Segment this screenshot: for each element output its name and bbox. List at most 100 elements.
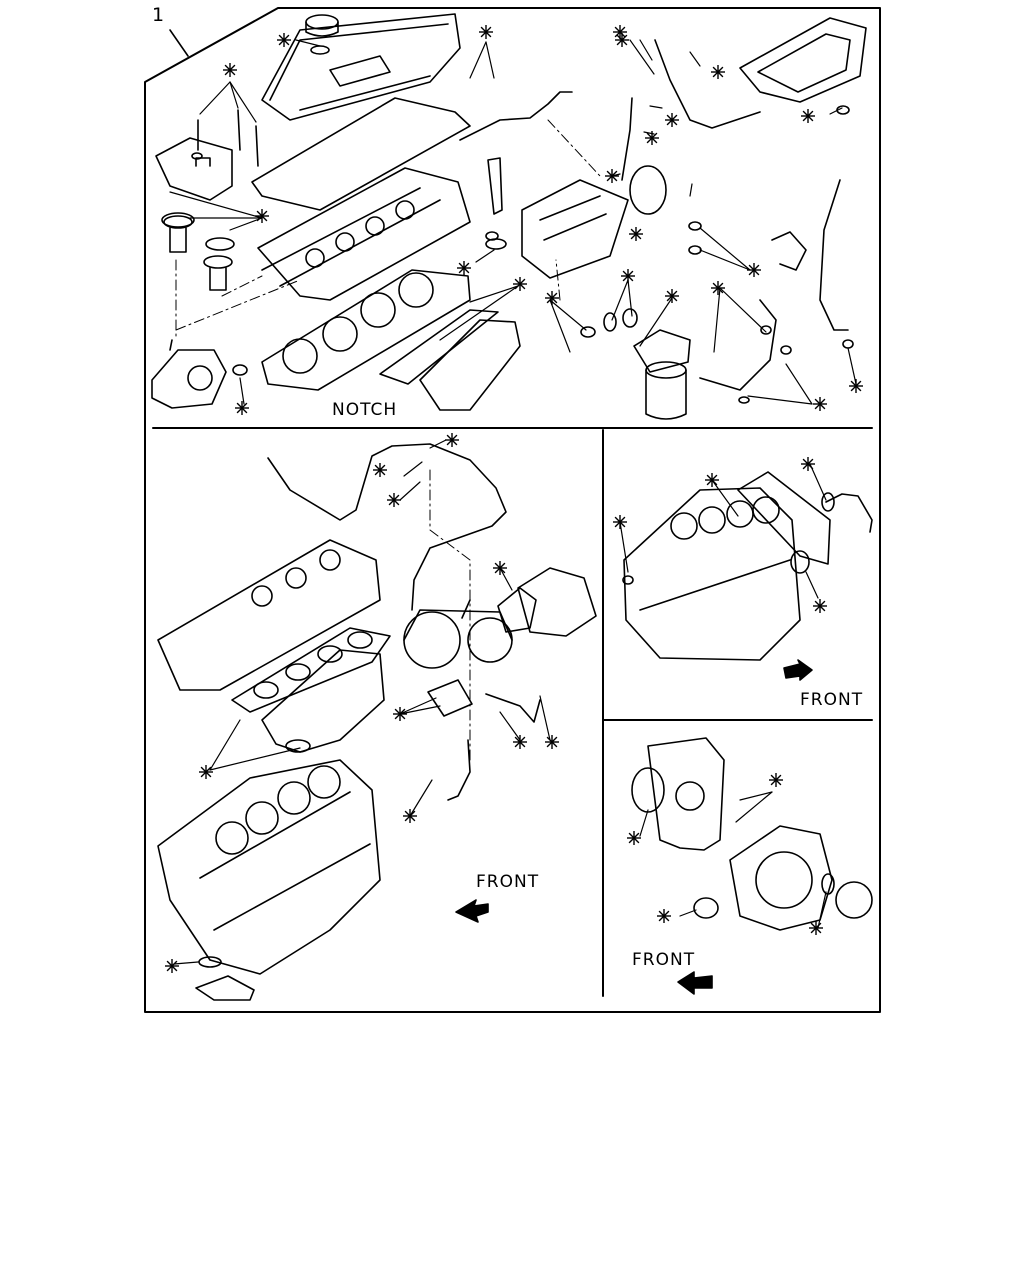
asterisk-icon	[665, 113, 679, 127]
fuel-pipe	[621, 97, 633, 181]
asterisk-icon	[613, 25, 627, 39]
asterisk-icon	[605, 169, 619, 183]
oil-filter	[645, 361, 687, 420]
housing-o-ring	[821, 873, 835, 895]
oil-filter-head	[633, 329, 691, 373]
leader-lines-bottom-left	[173, 439, 551, 965]
turbo-oil-return-hose	[485, 693, 541, 723]
oil-cooler-water-pipe	[825, 493, 873, 533]
asterisk-icon	[277, 33, 291, 47]
callout-leader	[169, 29, 189, 57]
asterisk-icon	[513, 735, 527, 749]
thermostat-1	[163, 215, 193, 253]
front-label-right-lower: FRONT	[632, 950, 696, 970]
exhaust-manifold	[261, 649, 385, 753]
rocker-cover	[261, 13, 461, 121]
front-arrow-right-upper	[783, 659, 813, 681]
asterisk-icon	[255, 209, 269, 223]
notch-label: NOTCH	[332, 400, 398, 420]
asterisk-icon	[545, 735, 559, 749]
asterisk-icon	[711, 281, 725, 295]
leader-lines-right-1	[619, 463, 827, 599]
asterisk-icon	[665, 289, 679, 303]
asterisk-icon	[627, 831, 641, 845]
asterisk-icon	[813, 397, 827, 411]
turbo-flange-gasket	[427, 679, 473, 717]
asterisk-icon	[801, 109, 815, 123]
asterisk-icon	[711, 65, 725, 79]
thermostat-housing	[155, 137, 233, 201]
asterisk-icon	[393, 707, 407, 721]
asterisk-icon	[165, 959, 179, 973]
seals-and-washers	[191, 152, 854, 404]
asterisk-icon	[645, 131, 659, 145]
injection-pump	[521, 179, 629, 279]
asterisk-icon	[545, 291, 559, 305]
oil-cooler-gasket	[790, 550, 810, 574]
sensor-cover	[835, 881, 873, 919]
fuel-injector	[485, 157, 507, 250]
water-pump	[151, 339, 227, 409]
alignment-lines-bottom-left	[429, 469, 471, 761]
asterisk-icon	[705, 473, 719, 487]
cylinder-block-right	[623, 487, 801, 661]
asterisk-icon	[493, 561, 507, 575]
alignment-lines-top	[175, 119, 601, 341]
asterisk-icon	[849, 379, 863, 393]
front-cover	[647, 737, 725, 851]
front-arrow-right-lower	[677, 971, 713, 995]
front-oil-seal	[631, 767, 665, 813]
asterisk-icon	[621, 269, 635, 283]
oil-dipstick-bracket	[771, 231, 807, 271]
asterisk-icon	[613, 515, 627, 529]
asterisk-icon	[479, 25, 493, 39]
pipe-o-ring	[821, 492, 835, 512]
oil-pan	[739, 17, 867, 115]
asterisk-icon	[657, 909, 671, 923]
turbo-outlet-gasket	[497, 587, 537, 633]
turbo-elbow	[517, 567, 597, 637]
cylinder-head-lower	[157, 539, 381, 691]
flywheel-housing	[729, 825, 833, 931]
asterisk-icon	[629, 227, 643, 241]
intake-manifold	[379, 309, 521, 411]
fuel-leak-off-pipe	[459, 91, 573, 141]
asterisk-icon	[615, 33, 629, 47]
rear-oil-seal	[693, 897, 719, 919]
asterisk-icon	[813, 599, 827, 613]
thermostat-gasket-1	[161, 212, 195, 228]
turbo-oil-feed-pipe	[267, 443, 507, 611]
rocker-cover-gasket	[251, 97, 471, 211]
asterisk-icon	[457, 261, 471, 275]
injection-pump-o-ring	[629, 165, 667, 215]
asterisk-icon	[809, 921, 823, 935]
oil-feed-pipe	[654, 39, 761, 129]
oil-dipstick-guide	[819, 179, 849, 331]
oil-filler-cap	[305, 14, 339, 55]
asterisk-icon	[199, 765, 213, 779]
asterisk-icon	[445, 433, 459, 447]
cylinder-head-gasket	[261, 269, 471, 391]
asterisk-icon	[801, 457, 815, 471]
asterisk-icon	[223, 63, 237, 77]
kit-outline-frame	[144, 7, 881, 1013]
cylinder-block-lower	[157, 759, 381, 975]
asterisk-icon	[387, 493, 401, 507]
asterisk-icon	[235, 401, 249, 415]
cylinder-head	[257, 167, 471, 301]
leader-lines-top	[169, 39, 857, 405]
drain-plug-washer	[622, 575, 634, 585]
water-inlet-pipe	[195, 975, 255, 1001]
exhaust-manifold-gasket	[231, 627, 391, 713]
thermostat-gasket-2	[205, 237, 235, 251]
asterisk-icon	[513, 277, 527, 291]
front-label-right-upper: FRONT	[800, 690, 864, 710]
housing-bolts	[197, 109, 259, 167]
turbo-oil-return-pipe	[447, 739, 471, 801]
kit-item-markers	[165, 25, 863, 973]
callout-number: 1	[152, 4, 165, 26]
leader-lines-right-2	[639, 791, 827, 929]
asterisk-icon	[403, 809, 417, 823]
